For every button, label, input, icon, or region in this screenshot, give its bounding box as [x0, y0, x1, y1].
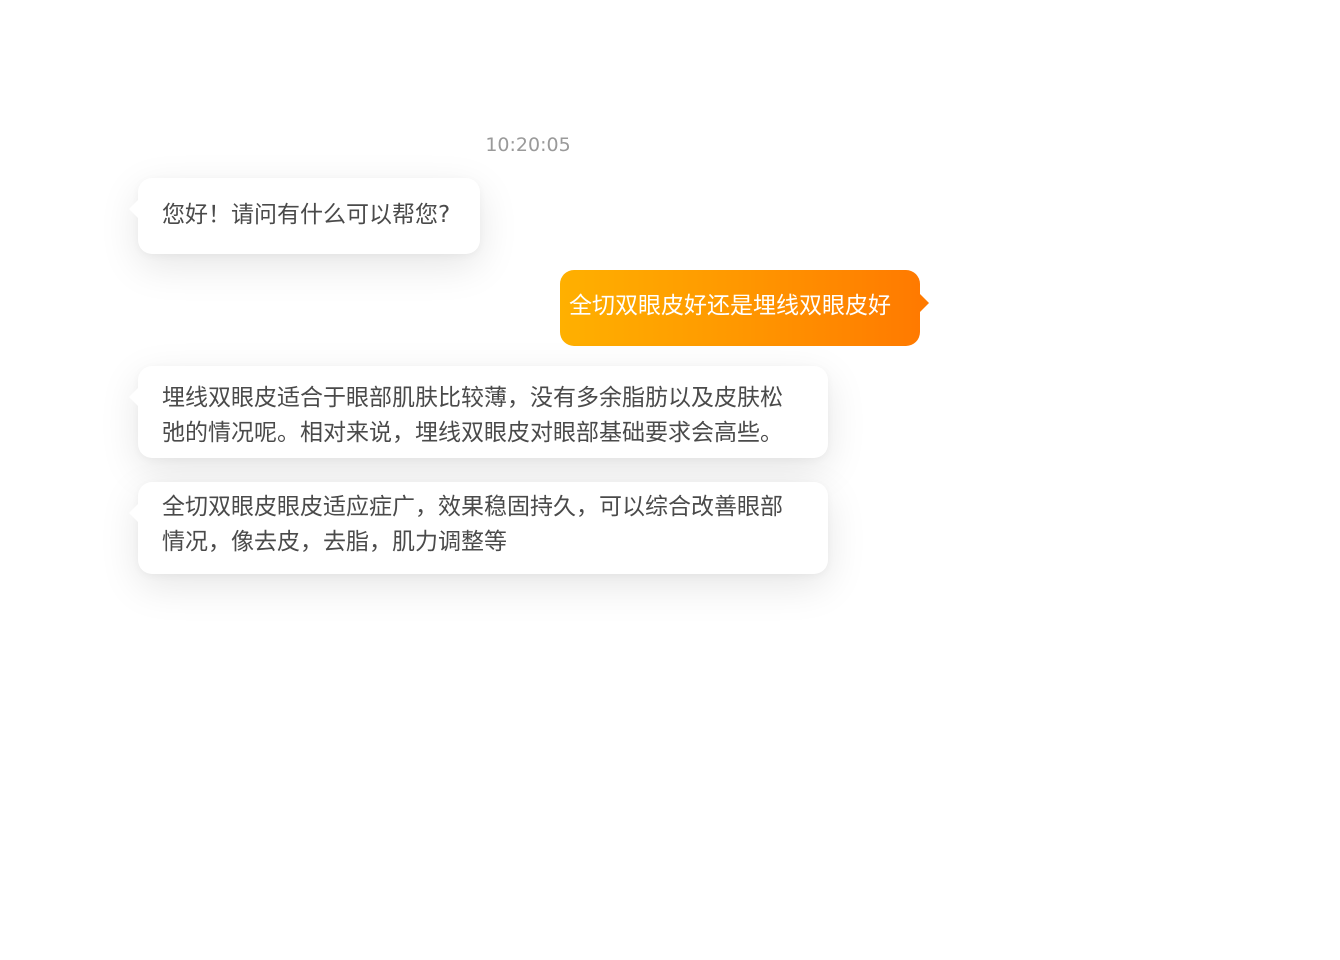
message-text: 全切双眼皮眼皮适应症广，效果稳固持久，可以综合改善眼部情况，像去皮，去脂，肌力调…: [162, 494, 783, 555]
agent-message-bubble: 埋线双眼皮适合于眼部肌肤比较薄，没有多余脂肪以及皮肤松弛的情况呢。相对来说，埋线…: [129, 366, 828, 458]
user-message-bubble: 全切双眼皮好还是埋线双眼皮好: [560, 270, 929, 346]
message-text: 埋线双眼皮适合于眼部肌肤比较薄，没有多余脂肪以及皮肤松弛的情况呢。相对来说，埋线…: [162, 385, 783, 446]
message-timestamp: 10:20:05: [485, 134, 571, 156]
message-text: 您好！请问有什么可以帮您?: [162, 202, 451, 228]
agent-message-bubble: 您好！请问有什么可以帮您?: [129, 178, 480, 254]
agent-message-bubble: 全切双眼皮眼皮适应症广，效果稳固持久，可以综合改善眼部情况，像去皮，去脂，肌力调…: [129, 482, 828, 574]
message-text: 全切双眼皮好还是埋线双眼皮好: [569, 293, 891, 319]
